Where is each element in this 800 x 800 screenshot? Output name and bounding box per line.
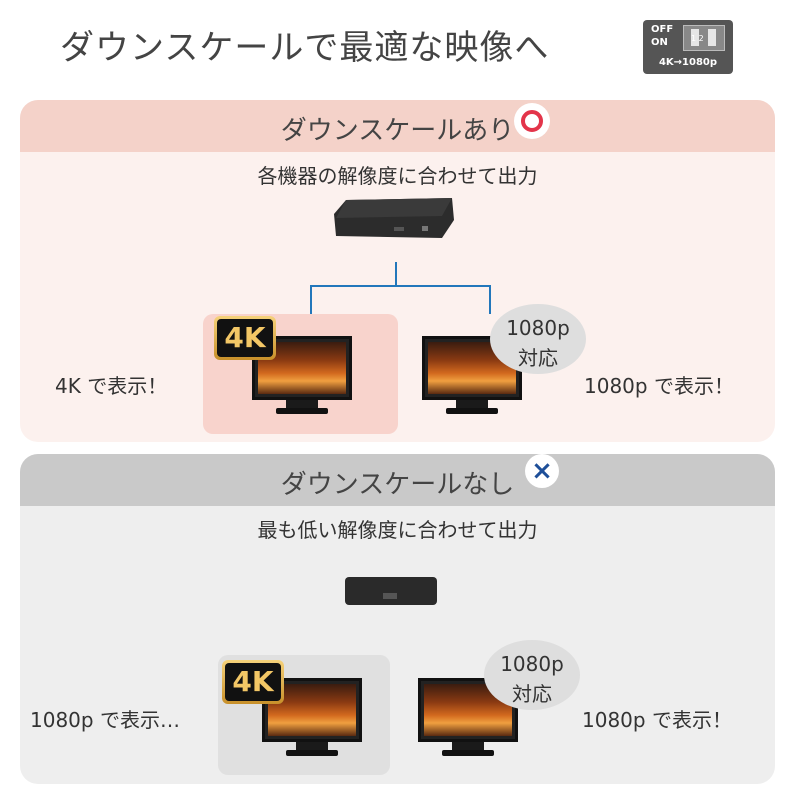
circle-ring	[521, 110, 543, 132]
tv-base	[446, 408, 498, 414]
support-bubble: 1080p 対応	[490, 304, 586, 374]
bubble-line-2: 対応	[512, 682, 552, 706]
bubble-line-2: 対応	[518, 346, 558, 370]
circle-mark-icon	[514, 103, 550, 139]
tv-stand	[296, 742, 328, 750]
4k-badge-icon: 4K	[214, 316, 276, 360]
panel-without-downscale: ダウンスケールなし 最も低い解像度に合わせて出力	[20, 454, 775, 784]
bubble-line-1: 1080p	[500, 652, 564, 676]
panel-header: ダウンスケールあり	[20, 100, 775, 152]
tv-base	[286, 750, 338, 756]
left-tv-caption: 4K で表示！	[55, 374, 168, 398]
panel-heading: ダウンスケールあり	[280, 116, 515, 146]
right-tv-caption: 1080p で表示！	[584, 374, 734, 398]
right-tv-caption: 1080p で表示！	[582, 708, 732, 732]
tv-base	[276, 408, 328, 414]
switch-block	[683, 25, 725, 51]
panel-header: ダウンスケールなし	[20, 454, 775, 506]
switch-off-label: OFF	[651, 24, 674, 35]
switch-note: 4K→1080p	[658, 57, 718, 68]
cross-mark-icon: ×	[525, 454, 559, 488]
panel-description: 各機器の解像度に合わせて出力	[257, 164, 538, 188]
splitter-device-icon	[334, 198, 454, 238]
tv-stand	[286, 400, 318, 408]
panel-heading: ダウンスケールなし	[280, 470, 515, 500]
dip-switch-icon: OFF ON 1 2 4K→1080p	[643, 20, 733, 74]
switch-numbers: 1 2	[691, 34, 704, 43]
tv-stand	[452, 742, 484, 750]
switch-on-label: ON	[651, 37, 668, 48]
switch-key-1	[691, 29, 699, 46]
4k-badge-icon: 4K	[222, 660, 284, 704]
badge-text: 4K	[217, 319, 273, 357]
tv-stand	[456, 400, 488, 408]
switch-key-2	[708, 29, 716, 46]
support-bubble: 1080p 対応	[484, 640, 580, 710]
bubble-line-1: 1080p	[506, 316, 570, 340]
badge-text: 4K	[225, 663, 281, 701]
panel-description: 最も低い解像度に合わせて出力	[257, 518, 538, 542]
device-port	[383, 593, 397, 599]
splitter-device-icon	[345, 577, 437, 605]
page-title: ダウンスケールで最適な映像へ	[60, 28, 550, 68]
tv-base	[442, 750, 494, 756]
left-tv-caption: 1080p で表示…	[30, 708, 180, 732]
